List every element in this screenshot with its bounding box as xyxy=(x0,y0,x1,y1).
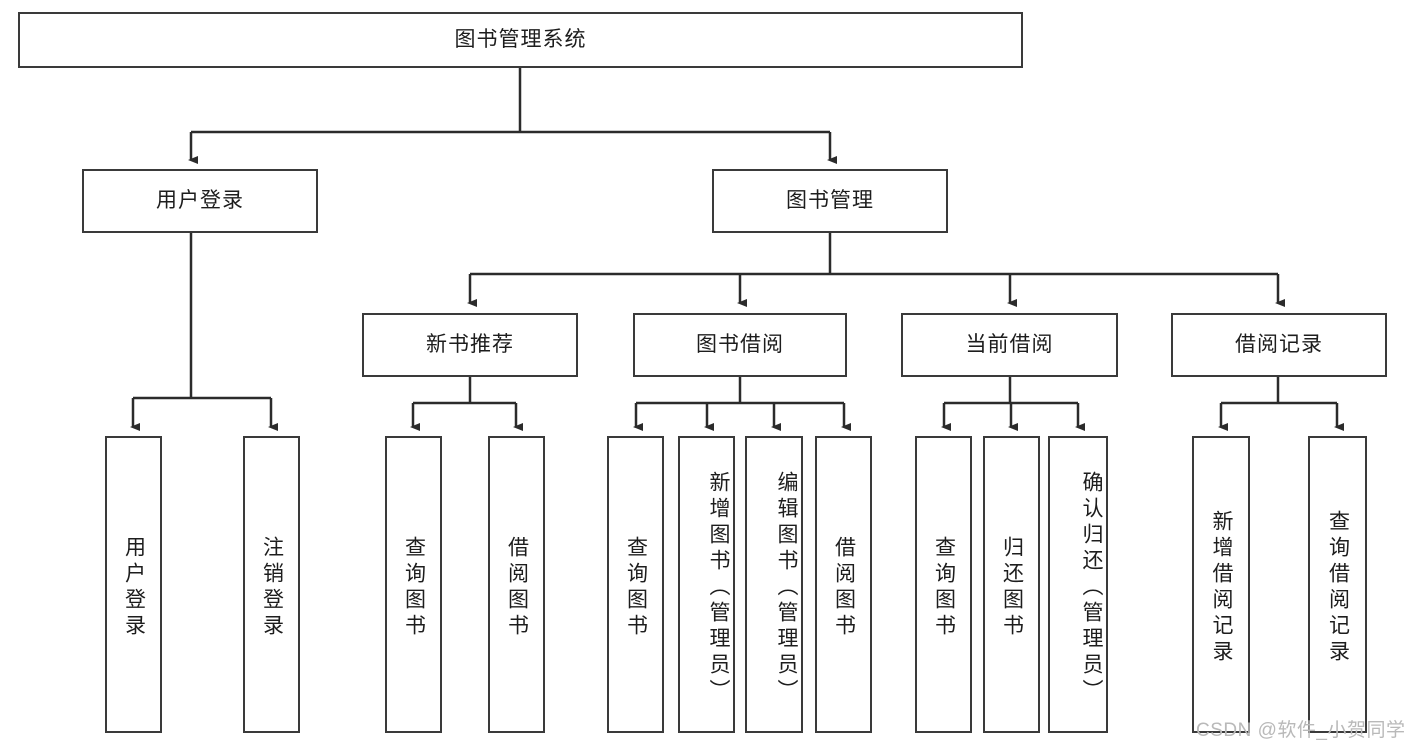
node-new-book-recommend-label: 新书推荐 xyxy=(426,333,514,357)
node-root-label: 图书管理系统 xyxy=(454,28,587,52)
node-root[interactable]: 图书管理系统 xyxy=(18,12,1023,68)
leaf-label: 归还图书 xyxy=(1000,535,1024,640)
node-borrow-record-label: 借阅记录 xyxy=(1235,333,1323,357)
node-book-management[interactable]: 图书管理 xyxy=(712,169,948,233)
leaf-label: 借阅图书 xyxy=(832,535,856,640)
leaf-user-login-logout[interactable]: 注销登录 xyxy=(243,436,300,733)
leaf-current-borrow-query[interactable]: 查询图书 xyxy=(915,436,972,733)
leaf-current-borrow-return[interactable]: 归还图书 xyxy=(983,436,1040,733)
leaf-book-borrow-add[interactable]: 新增图书（管理员） xyxy=(678,436,735,733)
node-book-borrow-label: 图书借阅 xyxy=(696,333,784,357)
node-new-book-recommend[interactable]: 新书推荐 xyxy=(362,313,578,377)
node-book-management-label: 图书管理 xyxy=(786,189,874,213)
leaf-label: 编辑图书（管理员） xyxy=(775,470,798,705)
leaf-label: 注销登录 xyxy=(260,535,284,640)
leaf-label: 确认归还（管理员） xyxy=(1080,470,1103,705)
node-user-login[interactable]: 用户登录 xyxy=(82,169,318,233)
leaf-borrow-record-add[interactable]: 新增借阅记录 xyxy=(1192,436,1250,733)
leaf-borrow-record-query[interactable]: 查询借阅记录 xyxy=(1308,436,1367,733)
leaf-label: 查询图书 xyxy=(624,535,648,640)
leaf-book-borrow-query[interactable]: 查询图书 xyxy=(607,436,664,733)
watermark: CSDN @软件_小贺同学 xyxy=(1196,720,1405,741)
leaf-label: 查询图书 xyxy=(402,535,426,640)
node-borrow-record[interactable]: 借阅记录 xyxy=(1171,313,1387,377)
leaf-label: 借阅图书 xyxy=(505,535,529,640)
leaf-book-borrow-borrow[interactable]: 借阅图书 xyxy=(815,436,872,733)
node-current-borrow[interactable]: 当前借阅 xyxy=(901,313,1118,377)
leaf-label: 查询借阅记录 xyxy=(1326,509,1350,666)
leaf-new-book-borrow[interactable]: 借阅图书 xyxy=(488,436,545,733)
leaf-current-borrow-confirm-return[interactable]: 确认归还（管理员） xyxy=(1048,436,1108,733)
node-current-borrow-label: 当前借阅 xyxy=(965,333,1054,357)
leaf-label: 新增借阅记录 xyxy=(1210,509,1233,666)
leaf-new-book-query[interactable]: 查询图书 xyxy=(385,436,442,733)
leaf-label: 用户登录 xyxy=(122,535,146,640)
leaf-label: 新增图书（管理员） xyxy=(707,470,730,705)
leaf-user-login-login[interactable]: 用户登录 xyxy=(105,436,162,733)
leaf-book-borrow-edit[interactable]: 编辑图书（管理员） xyxy=(745,436,803,733)
leaf-label: 查询图书 xyxy=(932,535,956,640)
node-user-login-label: 用户登录 xyxy=(156,189,244,213)
node-book-borrow[interactable]: 图书借阅 xyxy=(633,313,847,377)
